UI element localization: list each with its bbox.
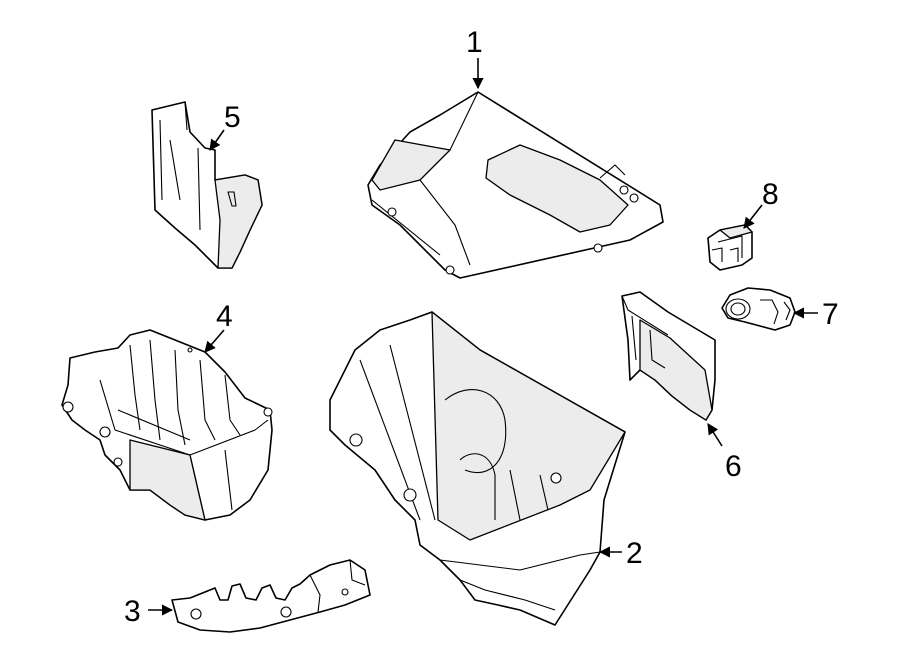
part-7-plug[interactable]	[721, 287, 796, 331]
callout-3: 3	[124, 595, 174, 628]
part-3-bracket[interactable]	[171, 559, 371, 633]
callout-4: 4	[204, 300, 233, 353]
part-5-shield[interactable]	[151, 101, 263, 269]
callout-label-1: 1	[466, 26, 483, 59]
callout-2: 2	[598, 537, 643, 570]
callout-label-7: 7	[822, 298, 839, 331]
callout-8: 8	[743, 178, 779, 229]
callout-6: 6	[707, 423, 742, 483]
part-1-cover[interactable]	[367, 91, 664, 279]
callout-label-4: 4	[216, 300, 233, 333]
callout-label-8: 8	[762, 178, 779, 211]
callout-label-5: 5	[224, 101, 241, 134]
callout-label-3: 3	[124, 595, 141, 628]
part-2-lower-box[interactable]	[329, 311, 626, 626]
callout-7: 7	[792, 298, 839, 331]
part-6-bracket[interactable]	[621, 291, 716, 421]
callout-label-2: 2	[626, 537, 643, 570]
callout-label-6: 6	[725, 450, 742, 483]
callout-1: 1	[466, 26, 484, 90]
part-8-clip[interactable]	[707, 224, 753, 271]
part-4-tray[interactable]	[61, 329, 273, 521]
callout-5: 5	[209, 101, 241, 151]
